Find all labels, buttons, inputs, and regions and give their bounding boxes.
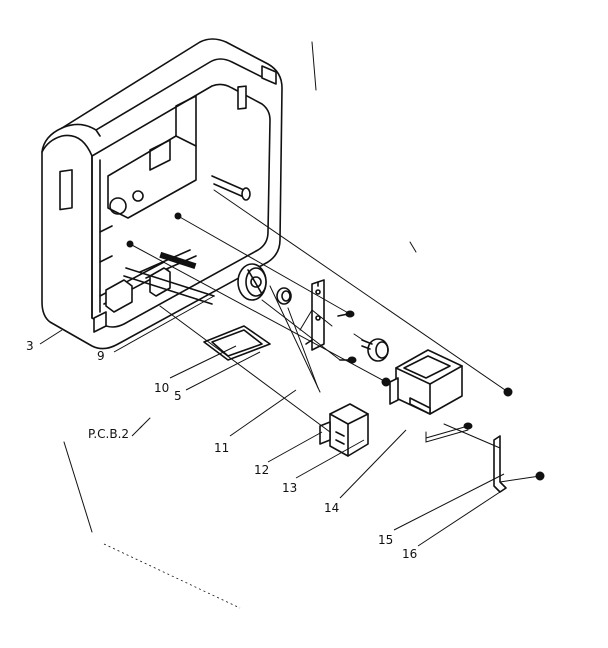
assembly-lines	[63, 41, 541, 609]
part-9-board	[123, 267, 215, 305]
label-16: 16	[402, 547, 417, 561]
label-12: 12	[254, 463, 269, 477]
label-9: 9	[97, 349, 105, 363]
label-13: 13	[282, 481, 297, 495]
label-10: 10	[154, 381, 169, 395]
part-16-clip	[493, 435, 507, 493]
labels: 3 9 10 5 11 12 13 14 15 16 P.C.B.2	[26, 339, 417, 561]
part-14-transformer	[389, 349, 463, 415]
label-14: 14	[324, 501, 339, 515]
label-11: 11	[214, 441, 229, 455]
part-5-cap	[276, 287, 292, 305]
label-15: 15	[378, 533, 393, 547]
label-5: 5	[174, 389, 182, 403]
leader-lines	[39, 295, 505, 547]
screw-b	[339, 356, 357, 364]
part-10-knob	[237, 263, 267, 301]
label-pcb2: P.C.B.2	[88, 427, 129, 441]
part-13-switch	[353, 333, 389, 362]
pcb2	[203, 325, 271, 361]
housing	[41, 38, 283, 350]
label-3: 3	[26, 339, 34, 353]
